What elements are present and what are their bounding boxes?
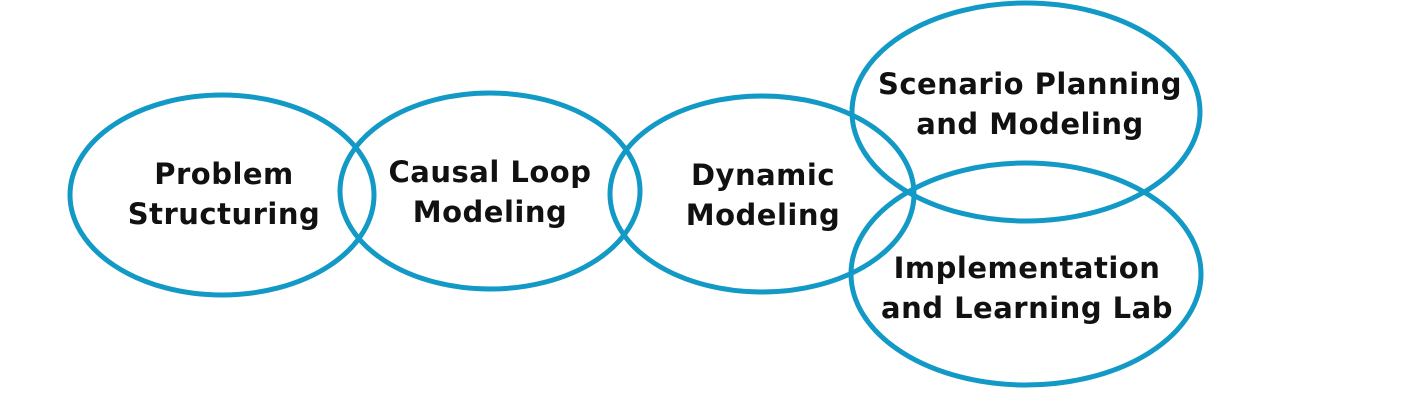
label-causal-loop-modeling: Causal Loop Modeling	[389, 152, 592, 232]
label-problem-structuring: Problem Structuring	[128, 154, 321, 234]
label-line-1: Causal Loop	[388, 155, 592, 189]
ellipse-causal-loop-modeling	[337, 90, 643, 292]
label-line-2: and Learning Lab	[881, 291, 1173, 325]
label-line-1: Scenario Planning	[877, 67, 1183, 101]
label-scenario-planning-modeling: Scenario Planning and Modeling	[878, 64, 1182, 144]
label-line-1: Implementation	[893, 251, 1161, 285]
ellipse-scenario-planning-modeling	[849, 0, 1203, 224]
label-line-2: and Modeling	[916, 107, 1144, 141]
ellipse-problem-structuring	[67, 92, 377, 298]
label-line-1: Dynamic	[690, 158, 836, 192]
label-line-2: Structuring	[127, 197, 321, 231]
label-line-2: Modeling	[412, 195, 568, 229]
label-dynamic-modeling: Dynamic Modeling	[686, 155, 841, 235]
ellipse-implementation-learning-lab	[848, 160, 1204, 388]
label-line-1: Problem	[154, 157, 294, 191]
label-implementation-learning-lab: Implementation and Learning Lab	[881, 248, 1173, 328]
label-line-2: Modeling	[685, 198, 841, 232]
